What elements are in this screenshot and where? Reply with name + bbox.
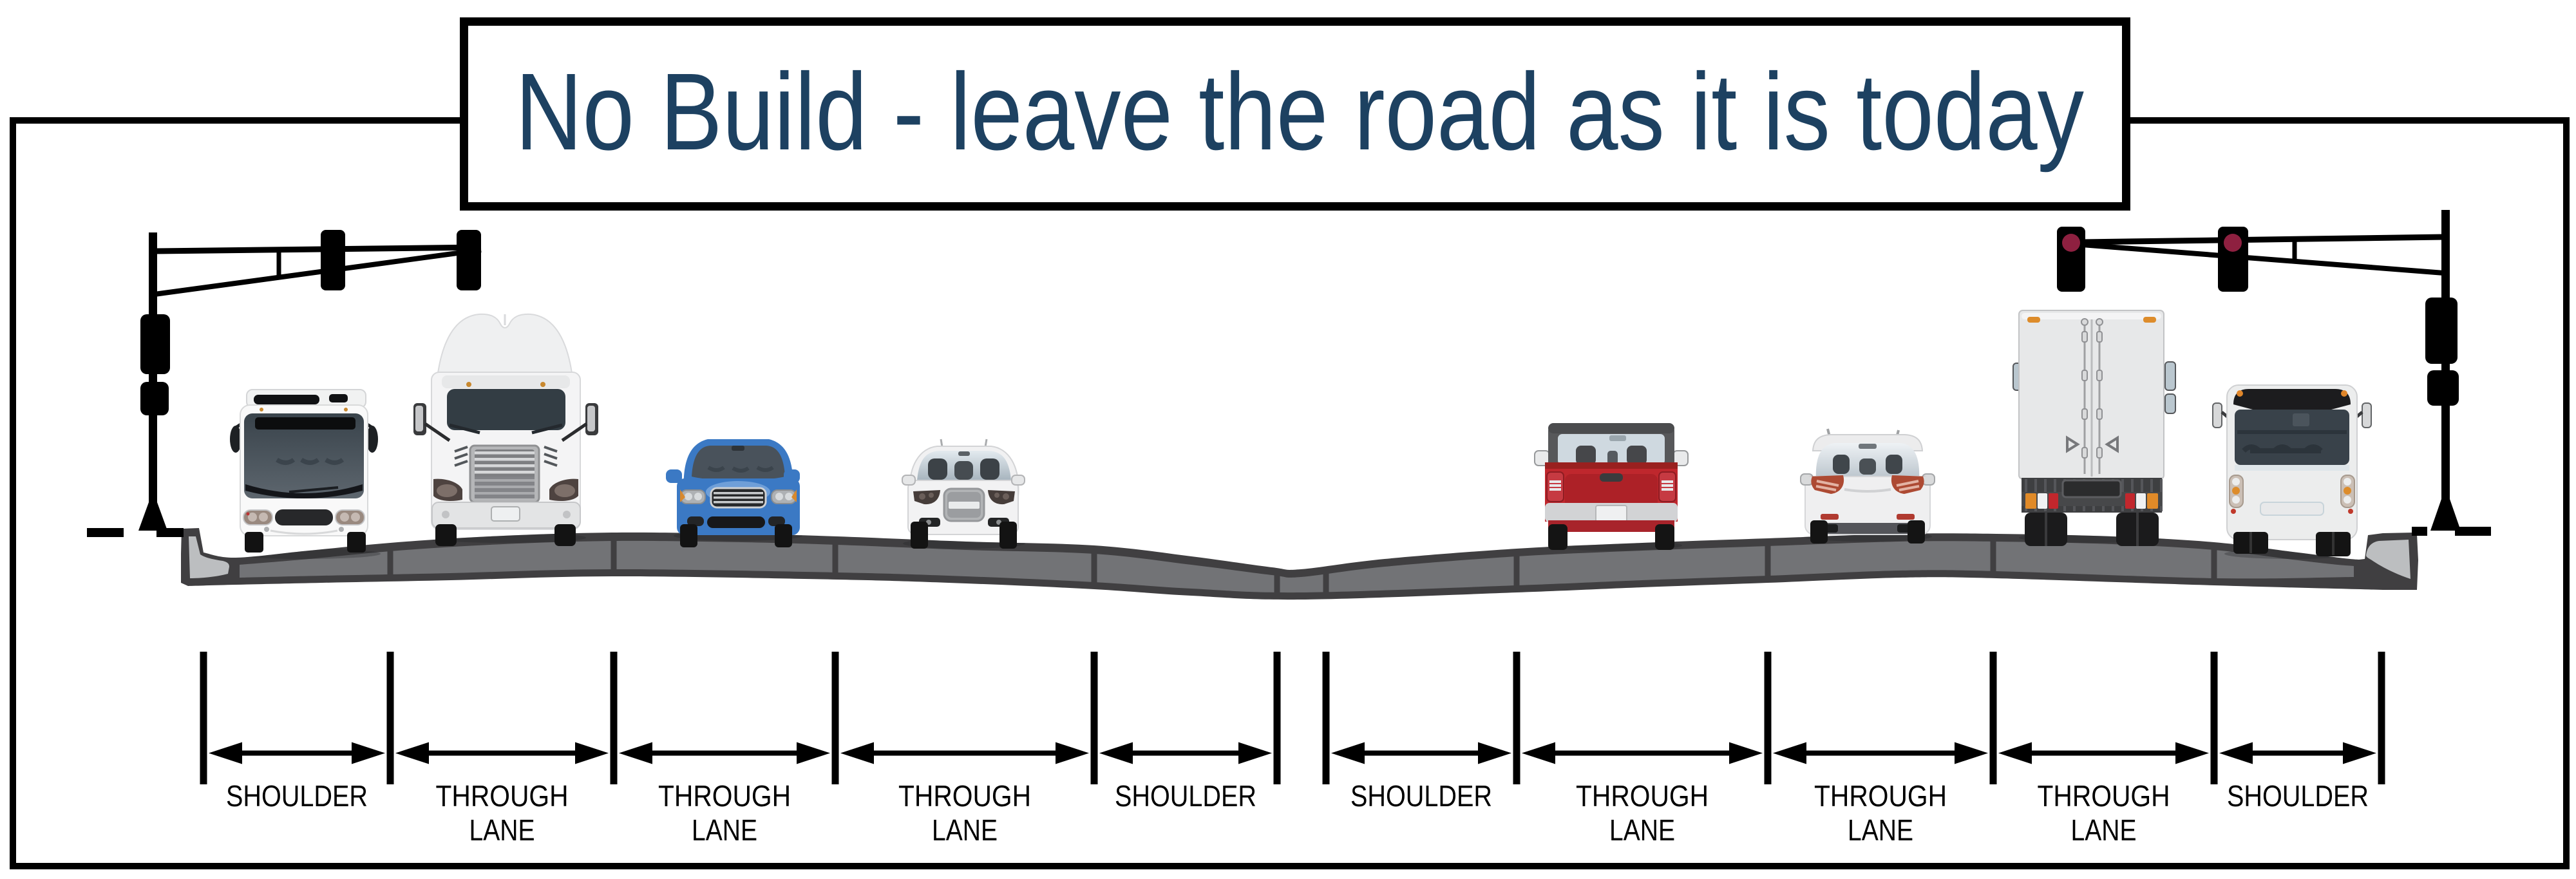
svg-text:SHOULDER: SHOULDER [1115, 779, 1256, 813]
svg-text:No Build - leave the road as i: No Build - leave the road as it is today [515, 51, 2084, 173]
svg-text:LANE: LANE [932, 813, 998, 847]
svg-text:LANE: LANE [692, 813, 757, 847]
svg-text:SHOULDER: SHOULDER [1350, 779, 1492, 813]
svg-text:THROUGH: THROUGH [898, 779, 1031, 813]
svg-text:SHOULDER: SHOULDER [2227, 779, 2369, 813]
svg-text:LANE: LANE [1609, 813, 1675, 847]
svg-text:LANE: LANE [1848, 813, 1913, 847]
svg-text:LANE: LANE [469, 813, 535, 847]
svg-text:LANE: LANE [2071, 813, 2137, 847]
svg-text:THROUGH: THROUGH [2038, 779, 2170, 813]
svg-text:THROUGH: THROUGH [1576, 779, 1709, 813]
svg-text:SHOULDER: SHOULDER [226, 779, 368, 813]
svg-text:THROUGH: THROUGH [1814, 779, 1947, 813]
svg-text:THROUGH: THROUGH [658, 779, 791, 813]
svg-text:THROUGH: THROUGH [436, 779, 569, 813]
